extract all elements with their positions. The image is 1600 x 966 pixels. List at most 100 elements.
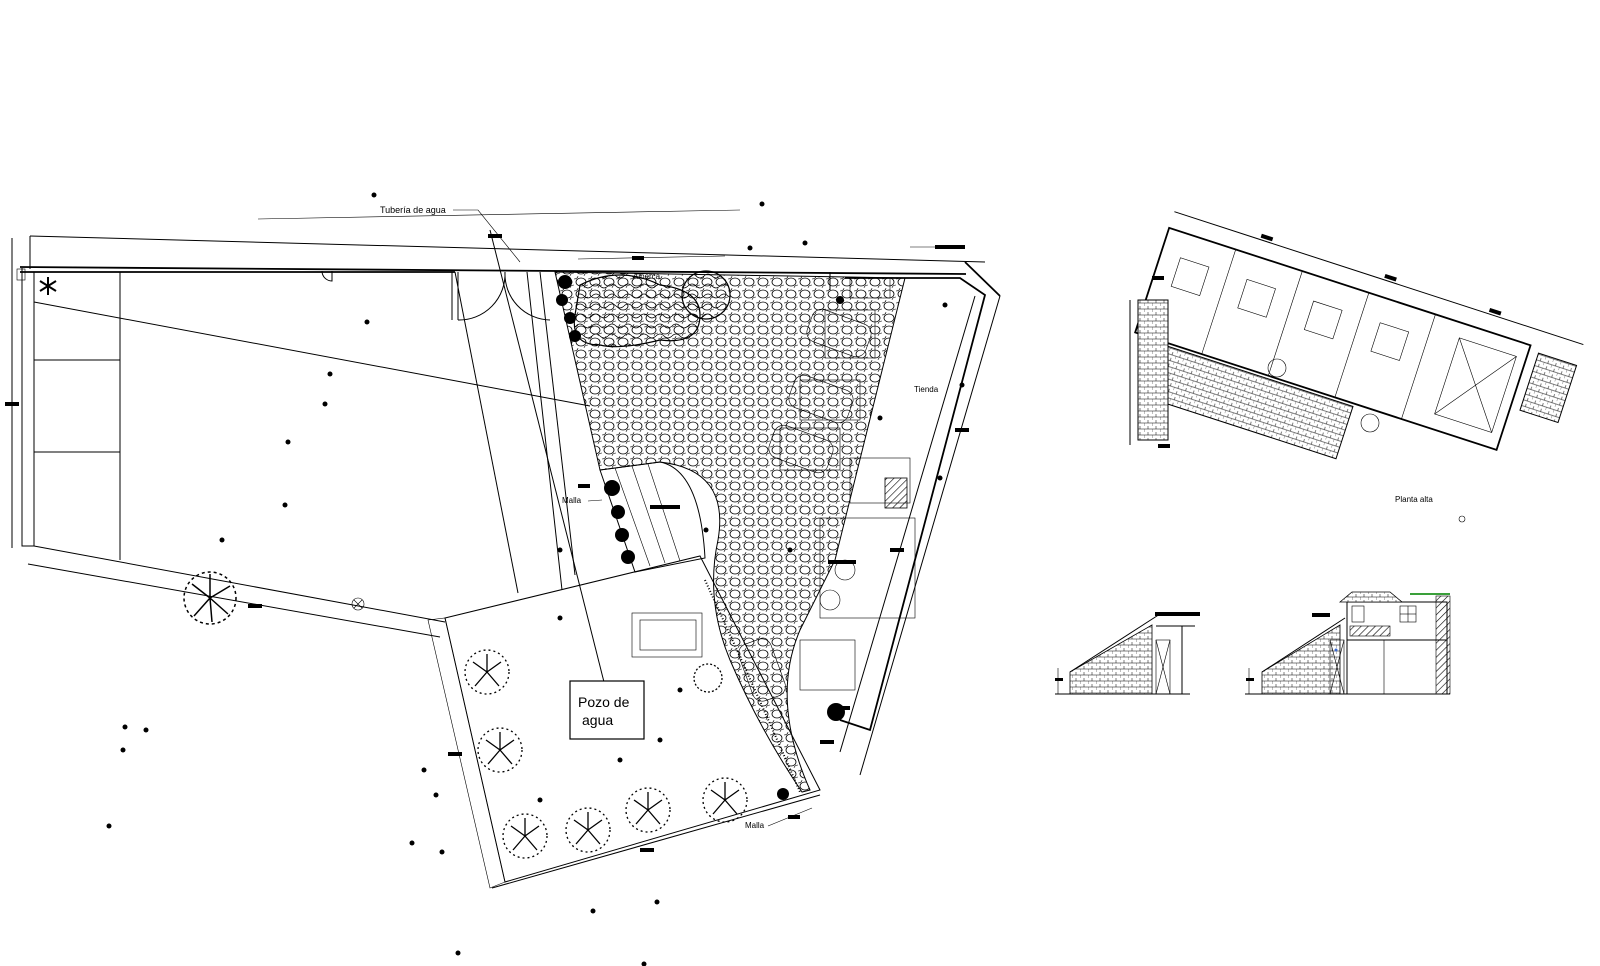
door-icon — [1155, 639, 1171, 695]
bed-icon — [1237, 279, 1276, 318]
room-box — [1434, 337, 1517, 433]
roof — [1338, 591, 1404, 603]
west-boundary — [21, 268, 34, 547]
dimension-tag — [640, 848, 654, 852]
water-pipe-label: Tubería de agua — [380, 205, 446, 215]
dimension-tag — [1312, 613, 1330, 617]
field-diagonal-line — [33, 301, 591, 407]
mesh-label-upper: Malla — [562, 496, 582, 505]
gate-swing-icon — [504, 271, 551, 321]
garden-bed-inner — [639, 619, 697, 651]
house-footprint — [779, 245, 1001, 776]
shrub-icon — [777, 296, 845, 800]
utility-marker-icon — [353, 599, 363, 609]
retaining-wall — [1069, 624, 1153, 695]
dimension-tag — [1152, 276, 1164, 280]
dimension-tag — [1055, 678, 1063, 681]
roof-tiles — [1145, 343, 1354, 460]
upper-floor-dimension-line — [1174, 211, 1584, 346]
roof-slope — [1261, 617, 1346, 673]
house-body — [1346, 601, 1448, 695]
garden-south-edge — [491, 794, 821, 889]
meter-box — [16, 268, 26, 281]
water-well-label-line2: agua — [582, 712, 613, 728]
gate-swing-icon — [457, 271, 506, 321]
dimension-tag — [248, 604, 262, 608]
dimension-tag — [448, 752, 462, 756]
water-pipe-leader — [453, 209, 521, 263]
dimension-tag — [788, 815, 800, 819]
accent-dot — [1334, 648, 1338, 652]
stair-tower — [1137, 299, 1169, 441]
round-table-icon — [1360, 413, 1380, 433]
upper-floor-plan: Planta alta — [1129, 211, 1584, 523]
north-wall — [19, 266, 967, 275]
pool-label: Alberca — [633, 272, 661, 281]
door-swing-icon — [321, 270, 333, 282]
pool-dimension-line — [577, 255, 726, 260]
plant-symbols — [106, 192, 965, 966]
dimension-tag — [5, 402, 19, 406]
roof-slope — [1069, 613, 1161, 673]
room-divider — [1201, 249, 1237, 355]
tree-icon — [183, 571, 237, 625]
door-icon — [1329, 639, 1345, 695]
door-cross — [1329, 639, 1345, 695]
dimension-tag — [650, 505, 680, 509]
bed-icon — [1303, 300, 1343, 340]
dimension-tag — [1246, 678, 1254, 681]
window-icon — [1351, 605, 1365, 623]
retaining-wall — [1261, 624, 1341, 695]
utility-marker-icon — [351, 597, 365, 611]
bed-icon — [1170, 257, 1210, 296]
upper-floor-title: Planta alta — [1395, 495, 1433, 504]
dimension-tag — [1260, 233, 1274, 242]
water-pipe-line — [257, 209, 741, 220]
elevation-right — [1245, 591, 1451, 695]
south-boundary-outer — [27, 563, 441, 638]
stair-line — [614, 467, 651, 567]
roof-tiles — [1519, 352, 1578, 424]
driveway-edge — [454, 271, 519, 594]
upper-floor-outline — [1134, 226, 1532, 452]
dimension-tag — [488, 234, 502, 238]
room-divider — [1268, 271, 1303, 376]
tree-icon — [464, 649, 748, 859]
skylight-cross — [1434, 356, 1517, 415]
jacuzzi — [681, 270, 731, 320]
water-well-box — [569, 680, 645, 740]
asterisk-marker-icon — [39, 277, 57, 295]
side-wall-section — [1435, 595, 1451, 695]
pool — [573, 274, 701, 348]
dimension-tag — [1155, 612, 1200, 616]
dimension-tag — [1384, 273, 1397, 282]
room-divider — [1401, 314, 1436, 420]
south-boundary-inner — [33, 545, 446, 623]
balcony-railing — [1349, 625, 1391, 637]
stair-line — [631, 465, 666, 564]
room-divider — [1334, 292, 1370, 398]
round-table-icon — [1267, 358, 1287, 378]
dimension-tag — [578, 484, 590, 488]
mesh-label-lower: Malla — [745, 821, 765, 830]
garden-bed — [631, 612, 703, 658]
bed-icon — [1370, 322, 1410, 361]
mesh-leader — [587, 499, 603, 502]
driveway-edge — [539, 271, 576, 576]
door-cross — [1155, 639, 1171, 695]
driveway-edge — [526, 271, 563, 591]
shop-label: Tienda — [914, 385, 939, 394]
water-well-label-line1: Pozo de — [578, 694, 630, 710]
garden-plot-border — [427, 617, 506, 889]
dimension-tag — [1158, 444, 1170, 448]
parked-car-icon — [738, 308, 872, 702]
dimension-tag — [1488, 307, 1502, 316]
elevation-left — [1055, 612, 1200, 695]
north-marker-icon — [1458, 515, 1466, 523]
cobblestone-courtyard — [554, 271, 906, 793]
stair-line — [647, 463, 681, 562]
north-boundary-line — [29, 235, 986, 263]
stair-strip — [599, 461, 706, 573]
site-plan: Tubería de agua — [5, 192, 1001, 966]
